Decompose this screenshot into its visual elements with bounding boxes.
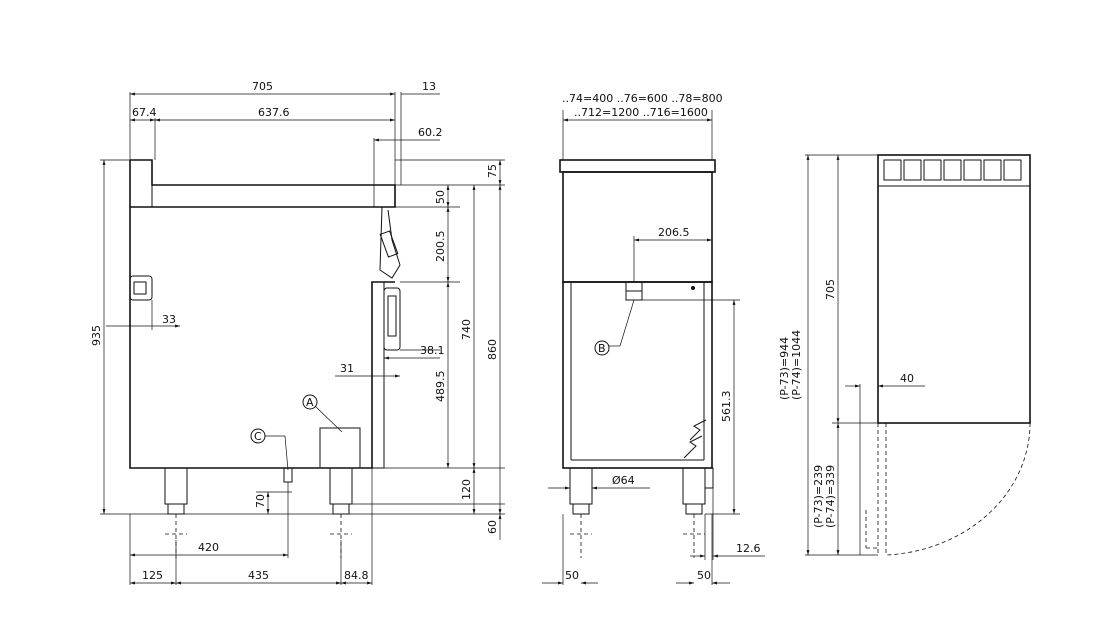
dim-705: 705 — [252, 80, 273, 93]
dim-561-3: 561.3 — [720, 391, 733, 423]
callout-a — [302, 394, 318, 410]
dim-64: Ø64 — [612, 474, 635, 487]
dim-75: 75 — [486, 164, 499, 178]
callout-c-label: C — [254, 430, 262, 443]
dim-860: 860 — [486, 339, 499, 360]
foot-right — [329, 467, 353, 505]
dim-435: 435 — [248, 569, 269, 582]
callout-a-label: A — [306, 396, 314, 409]
dim-p944: (P-73)=944 — [778, 337, 791, 400]
dim-84-8: 84.8 — [344, 569, 369, 582]
dim-60: 60 — [486, 520, 499, 534]
dim-935: 935 — [90, 325, 103, 346]
top-outline — [877, 154, 1031, 424]
foot-left — [164, 467, 188, 505]
front-worktop — [559, 159, 716, 173]
dim-width-line1: ..74=400 ..76=600 ..78=800 — [562, 92, 723, 105]
side-view: A C 705 13 67.4 637.6 60.2 — [90, 80, 505, 585]
front-cabinet — [562, 281, 713, 469]
dim-637-6: 637.6 — [258, 106, 290, 119]
dim-740: 740 — [460, 319, 473, 340]
dim-120: 120 — [460, 479, 473, 500]
dim-50-left: 50 — [565, 569, 579, 582]
door-handle-icon — [383, 287, 401, 351]
dim-206-5: 206.5 — [658, 226, 690, 239]
top-knob-row — [883, 159, 1022, 181]
front-view: B ..74=400 ..76=600 ..78=800 ..712=1200 … — [542, 92, 765, 585]
drain-fitting — [283, 467, 293, 483]
component-box-a — [319, 427, 361, 469]
front-foot-right — [682, 467, 706, 505]
callout-b-label: B — [598, 342, 606, 355]
dim-125: 125 — [142, 569, 163, 582]
dim-38-1: 38.1 — [420, 344, 445, 357]
dim-40: 40 — [900, 372, 914, 385]
side-top-worktop — [130, 159, 396, 208]
top-view: (P-73)=944 (P-74)=1044 705 (P-73)=239 (P… — [778, 154, 1031, 556]
dim-31: 31 — [340, 362, 354, 375]
callout-b — [594, 340, 610, 356]
dim-33: 33 — [162, 313, 176, 326]
front-foot-left — [569, 467, 593, 505]
dim-13: 13 — [422, 80, 436, 93]
front-control-panel — [562, 171, 713, 283]
clamp-icon — [129, 275, 153, 301]
dim-489-5: 489.5 — [434, 371, 447, 403]
dim-top-705: 705 — [824, 279, 837, 300]
dim-12-6: 12.6 — [736, 542, 761, 555]
dim-50: 50 — [434, 190, 447, 204]
dim-p239: (P-73)=239 — [812, 465, 825, 528]
dim-p1044: (P-74)=1044 — [790, 330, 803, 400]
dim-width-line2: ..712=1200 ..716=1600 — [574, 106, 708, 119]
dim-67-4: 67.4 — [132, 106, 157, 119]
dim-60-2: 60.2 — [418, 126, 443, 139]
dim-200-5: 200.5 — [434, 231, 447, 263]
break-line — [689, 419, 707, 441]
dim-420: 420 — [198, 541, 219, 554]
door-swing-arc — [885, 422, 1031, 556]
dim-p339: (P-74)=339 — [824, 465, 837, 528]
dim-70: 70 — [254, 494, 267, 508]
side-door-panel — [371, 281, 385, 469]
dim-50-right: 50 — [697, 569, 711, 582]
